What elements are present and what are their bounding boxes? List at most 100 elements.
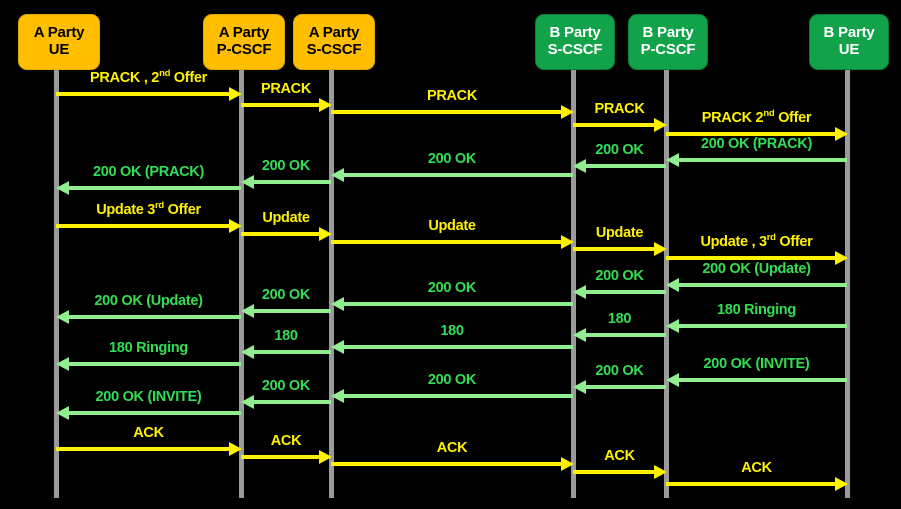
message-label: 200 OK	[427, 372, 477, 388]
arrow-head-left	[331, 297, 344, 311]
lifeline	[329, 70, 334, 498]
arrow-shaft	[331, 240, 563, 244]
message-label: 200 OK	[261, 378, 311, 394]
message-label: 180 Ringing	[109, 340, 188, 356]
arrow-head-left	[331, 389, 344, 403]
arrow-shaft	[331, 462, 563, 466]
arrow-head-left	[241, 395, 254, 409]
lifeline	[239, 70, 244, 498]
arrow-shaft	[66, 315, 241, 319]
arrow-head-right	[319, 98, 332, 112]
message-label: 200 OK	[595, 268, 644, 284]
lifeline	[571, 70, 576, 498]
message-label: 200 OK (Update)	[94, 293, 203, 309]
message-label: 200 OK	[261, 158, 311, 174]
arrow-head-left	[573, 159, 586, 173]
arrow-shaft	[583, 333, 666, 337]
arrow-shaft	[573, 470, 656, 474]
arrow-shaft	[666, 132, 837, 136]
arrow-shaft	[251, 309, 331, 313]
arrow-head-left	[573, 380, 586, 394]
arrow-head-right	[229, 442, 242, 456]
actor-label-line1: A Party	[218, 23, 270, 41]
arrow-head-left	[331, 340, 344, 354]
arrow-shaft	[241, 455, 321, 459]
message-label: Update	[595, 225, 644, 241]
arrow-head-right	[229, 219, 242, 233]
message-label-ordinal-suffix: nd	[159, 68, 171, 80]
message-label: PRACK	[594, 101, 645, 117]
message-label: 200 OK (INVITE)	[95, 389, 202, 405]
arrow-head-right	[835, 477, 848, 491]
arrow-shaft	[241, 232, 321, 236]
message-label: 200 OK (INVITE)	[703, 356, 810, 372]
arrow-head-right	[654, 465, 667, 479]
actor-label-line2: S-CSCF	[306, 40, 362, 58]
arrow-head-right	[561, 235, 574, 249]
message-label: 180	[607, 311, 632, 327]
arrow-shaft	[341, 302, 573, 306]
message-label: ACK	[270, 433, 302, 449]
message-label: Update 3rd Offer	[56, 201, 241, 218]
message-label-tail: Offer	[775, 234, 813, 250]
actor-label-line2: UE	[838, 40, 860, 58]
arrow-head-left	[241, 175, 254, 189]
actor-label-line1: B Party	[642, 23, 694, 41]
arrow-head-right	[654, 118, 667, 132]
message-label-main: PRACK 2	[701, 110, 764, 126]
message-label: PRACK	[260, 81, 312, 97]
arrow-head-left	[666, 373, 679, 387]
message-label: 200 OK	[261, 287, 311, 303]
message-label-main: PRACK , 2	[90, 70, 160, 86]
lifeline	[845, 70, 850, 498]
arrow-head-right	[835, 251, 848, 265]
arrow-shaft	[573, 123, 656, 127]
lifeline	[54, 70, 59, 498]
message-label: 180	[274, 328, 298, 344]
message-label: PRACK 2nd Offer	[666, 108, 847, 126]
arrow-shaft	[341, 173, 573, 177]
message-label: ACK	[133, 425, 164, 441]
actor-label-line2: UE	[48, 40, 70, 58]
message-label: ACK	[604, 448, 635, 464]
arrow-shaft	[676, 158, 847, 162]
message-label-ordinal-suffix: nd	[763, 108, 775, 120]
arrow-head-right	[561, 457, 574, 471]
arrow-shaft	[676, 324, 847, 328]
actor-label-line1: A Party	[308, 23, 360, 41]
actor-label-line2: S-CSCF	[547, 40, 603, 58]
arrow-head-left	[241, 304, 254, 318]
arrow-shaft	[341, 394, 573, 398]
message-label: ACK	[741, 460, 772, 476]
message-label: 200 OK (PRACK)	[700, 136, 812, 152]
arrow-shaft	[56, 224, 231, 228]
arrow-shaft	[66, 362, 241, 366]
arrow-head-right	[654, 242, 667, 256]
message-label: ACK	[436, 440, 468, 456]
actor-label-line2: P-CSCF	[216, 40, 272, 58]
actor-label-line2: P-CSCF	[640, 40, 696, 58]
arrow-head-right	[835, 127, 848, 141]
arrow-shaft	[573, 247, 656, 251]
arrow-shaft	[251, 400, 331, 404]
arrow-shaft	[56, 92, 231, 96]
arrow-head-left	[56, 310, 69, 324]
arrow-head-left	[573, 285, 586, 299]
arrow-head-right	[319, 227, 332, 241]
arrow-head-right	[229, 87, 242, 101]
arrow-shaft	[666, 482, 837, 486]
message-label-ordinal-suffix: rd	[766, 232, 776, 244]
arrow-head-left	[573, 328, 586, 342]
arrow-shaft	[66, 411, 241, 415]
arrow-shaft	[583, 290, 666, 294]
arrow-shaft	[331, 110, 563, 114]
arrow-shaft	[251, 350, 331, 354]
arrow-head-left	[56, 181, 69, 195]
